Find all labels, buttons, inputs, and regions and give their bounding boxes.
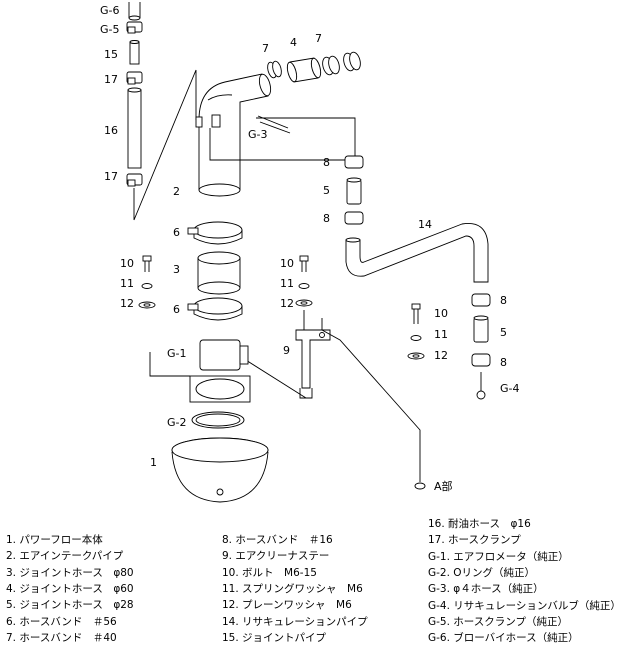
air-intake-pipe (195, 73, 356, 197)
callout-8-second: 8 (323, 212, 330, 225)
air-flow-meter (149, 339, 251, 403)
legend-item: G-2. Oリング（純正） (428, 566, 536, 579)
top-hose-set (267, 51, 361, 83)
main-hose-set (187, 221, 243, 321)
callout-7: 7 (262, 42, 269, 55)
callout-3: 3 (173, 263, 180, 276)
callout-g6: G-6 (100, 4, 120, 17)
callout-5-lower: 5 (500, 326, 507, 339)
callout-10-middle: 10 (280, 257, 294, 270)
callout-16: 16 (104, 124, 118, 137)
legend-item: 11. スプリングワッシャ M6 (222, 582, 363, 595)
fastener-set-middle (295, 255, 313, 307)
legend-item: 9. エアクリーナステー (222, 550, 330, 563)
callout-1: 1 (150, 456, 157, 469)
callout-11: 11 (120, 277, 134, 290)
legend-item: G-6. ブローバイホース（純正） (428, 632, 579, 645)
legend-item: G-5. ホースクランプ（純正） (428, 615, 568, 628)
callout-17: 17 (104, 73, 118, 86)
callout-8-bottom: 8 (500, 356, 507, 369)
air-cleaner-stay (229, 310, 426, 490)
legend-item: 14. リサキュレーションパイプ (222, 615, 368, 628)
callout-10: 10 (120, 257, 134, 270)
legend-item: 4. ジョイントホース φ60 (6, 582, 134, 595)
callout-7-right: 7 (315, 32, 322, 45)
legend-item: 8. ホースバンド ＃16 (222, 534, 333, 546)
g3-hose (257, 115, 291, 134)
callout-g2: G-2 (167, 416, 187, 429)
callout-6: 6 (173, 226, 180, 239)
callout-g3: G-3 (248, 128, 268, 141)
callout-17-lower: 17 (104, 170, 118, 183)
legend-item: 1. パワーフロー本体 (6, 534, 103, 546)
callout-4: 4 (290, 36, 297, 49)
callout-8-lower: 8 (500, 294, 507, 307)
callout-15: 15 (104, 48, 118, 61)
legend-item: 6. ホースバンド ＃56 (6, 615, 117, 628)
legend-item: 2. エアインテークパイプ (6, 550, 124, 563)
legend-item: 16. 耐油ホース φ16 (428, 518, 531, 530)
callout-8: 8 (323, 156, 330, 169)
callout-g4: G-4 (500, 382, 520, 395)
callout-2: 2 (173, 185, 180, 198)
callout-14: 14 (418, 218, 432, 231)
callout-10-right: 10 (434, 307, 448, 320)
callout-12-middle: 12 (280, 297, 294, 310)
legend-item: G-3. φ４ホース（純正） (428, 583, 544, 596)
callout-6-lower: 6 (173, 303, 180, 316)
power-flow-body (171, 437, 269, 503)
callout-11-right: 11 (434, 328, 448, 341)
legend-item: 17. ホースクランプ (428, 534, 521, 547)
breather-hose-assembly (126, 2, 197, 221)
callout-a-part: A部 (434, 479, 453, 493)
callout-12: 12 (120, 297, 134, 310)
callout-12-right: 12 (434, 349, 448, 362)
legend-item: G-4. リサキュレーションバルブ（純正） (428, 599, 621, 612)
recirculation-pipe (345, 222, 489, 283)
legend-item: G-1. エアフロメータ（純正） (428, 550, 569, 563)
callout-5: 5 (323, 184, 330, 197)
legend-item: 10. ボルト M6-15 (222, 566, 317, 579)
callout-g5: G-5 (100, 23, 120, 36)
legend-item: 12. プレーンワッシャ M6 (222, 599, 352, 612)
callout-9: 9 (283, 344, 290, 357)
legend-item: 15. ジョイントパイプ (222, 631, 327, 644)
callout-g1: G-1 (167, 347, 187, 360)
fastener-set-left (138, 255, 156, 309)
recirc-upper-set (344, 155, 364, 225)
parts-drawing: G-6 G-5 15 17 16 17 2 7 4 7 G-3 8 5 8 14… (100, 2, 520, 503)
recirc-lower-set (471, 293, 491, 400)
fastener-set-right (407, 303, 425, 360)
callout-11-middle: 11 (280, 277, 294, 290)
legend-item: 3. ジョイントホース φ80 (6, 566, 134, 579)
legend-item: 7. ホースバンド ＃40 (6, 631, 117, 644)
legend-item: 5. ジョイントホース φ28 (6, 599, 134, 612)
